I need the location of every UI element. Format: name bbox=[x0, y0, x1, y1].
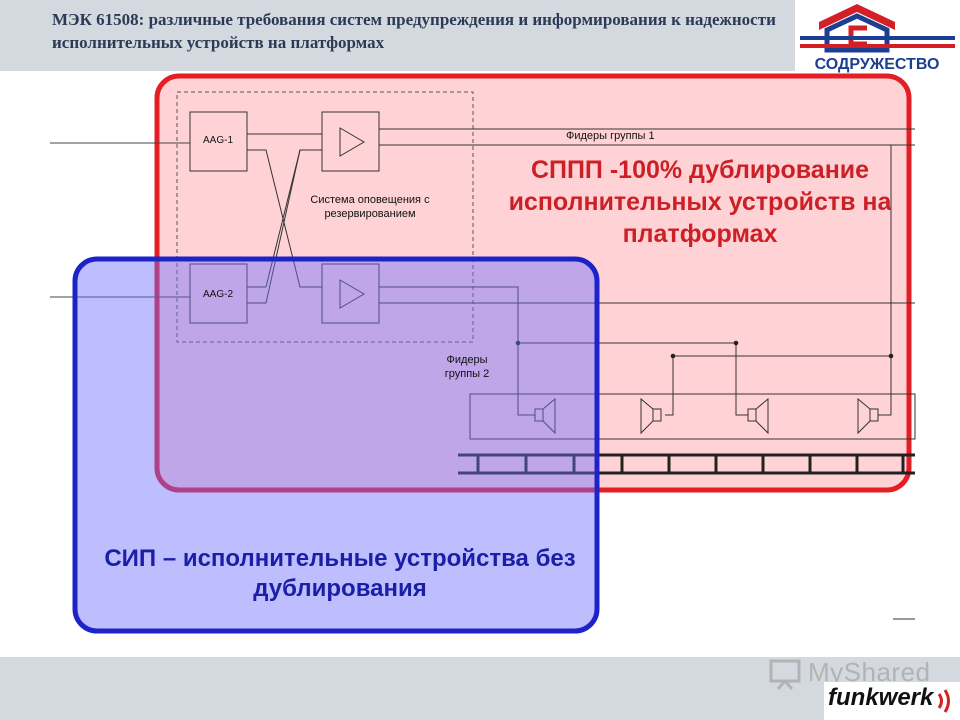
aag2-box bbox=[189, 263, 248, 324]
rail-track bbox=[458, 453, 915, 475]
amplifier-1-box bbox=[321, 111, 380, 172]
redundant-system-box bbox=[176, 91, 474, 343]
speaker-icon bbox=[747, 397, 769, 435]
speaker-icon bbox=[640, 397, 662, 435]
presentation-icon bbox=[769, 659, 801, 690]
feeders-group-2 bbox=[379, 145, 915, 416]
slide-title: МЭК 61508: различные требования систем п… bbox=[52, 10, 776, 52]
sodruzhestvo-logo-icon: СОДРУЖЕСТВО bbox=[800, 4, 955, 73]
funkwerk-logo: funkwerk bbox=[824, 682, 960, 720]
signal-waves-icon bbox=[937, 689, 950, 713]
system-label: Система оповещения с резервированием bbox=[310, 194, 430, 220]
red-zone-label: СППП -100% дублирование исполнительных у… bbox=[508, 156, 892, 248]
blue-zone bbox=[72, 256, 600, 634]
blue-zone-label: СИП – исполнительные устройства без дубл… bbox=[104, 545, 576, 602]
feeders-group-1-label: Фидеры группы 1 bbox=[566, 130, 655, 142]
logo: СОДРУЖЕСТВО bbox=[795, 0, 960, 75]
amplifier-1-icon bbox=[339, 127, 365, 157]
speaker-rail-box bbox=[469, 393, 916, 440]
aag1-label: AAG-1 bbox=[203, 135, 234, 146]
header-bar: МЭК 61508: различные требования систем п… bbox=[0, 0, 795, 71]
feeders-group-2-label: Фидеры группы 2 bbox=[444, 354, 490, 380]
red-zone bbox=[154, 73, 912, 493]
amplifier-2-box bbox=[321, 263, 380, 324]
funkwerk-text: funkwerk bbox=[828, 684, 934, 711]
junction-dots bbox=[515, 340, 894, 359]
speaker-icon bbox=[534, 397, 556, 435]
speaker-icon bbox=[857, 397, 879, 435]
feeders-group-1 bbox=[379, 128, 915, 146]
amplifier-2-icon bbox=[339, 279, 365, 309]
aag2-label: AAG-2 bbox=[203, 289, 234, 300]
logo-text: СОДРУЖЕСТВО bbox=[815, 56, 940, 73]
aag1-box bbox=[189, 111, 248, 172]
